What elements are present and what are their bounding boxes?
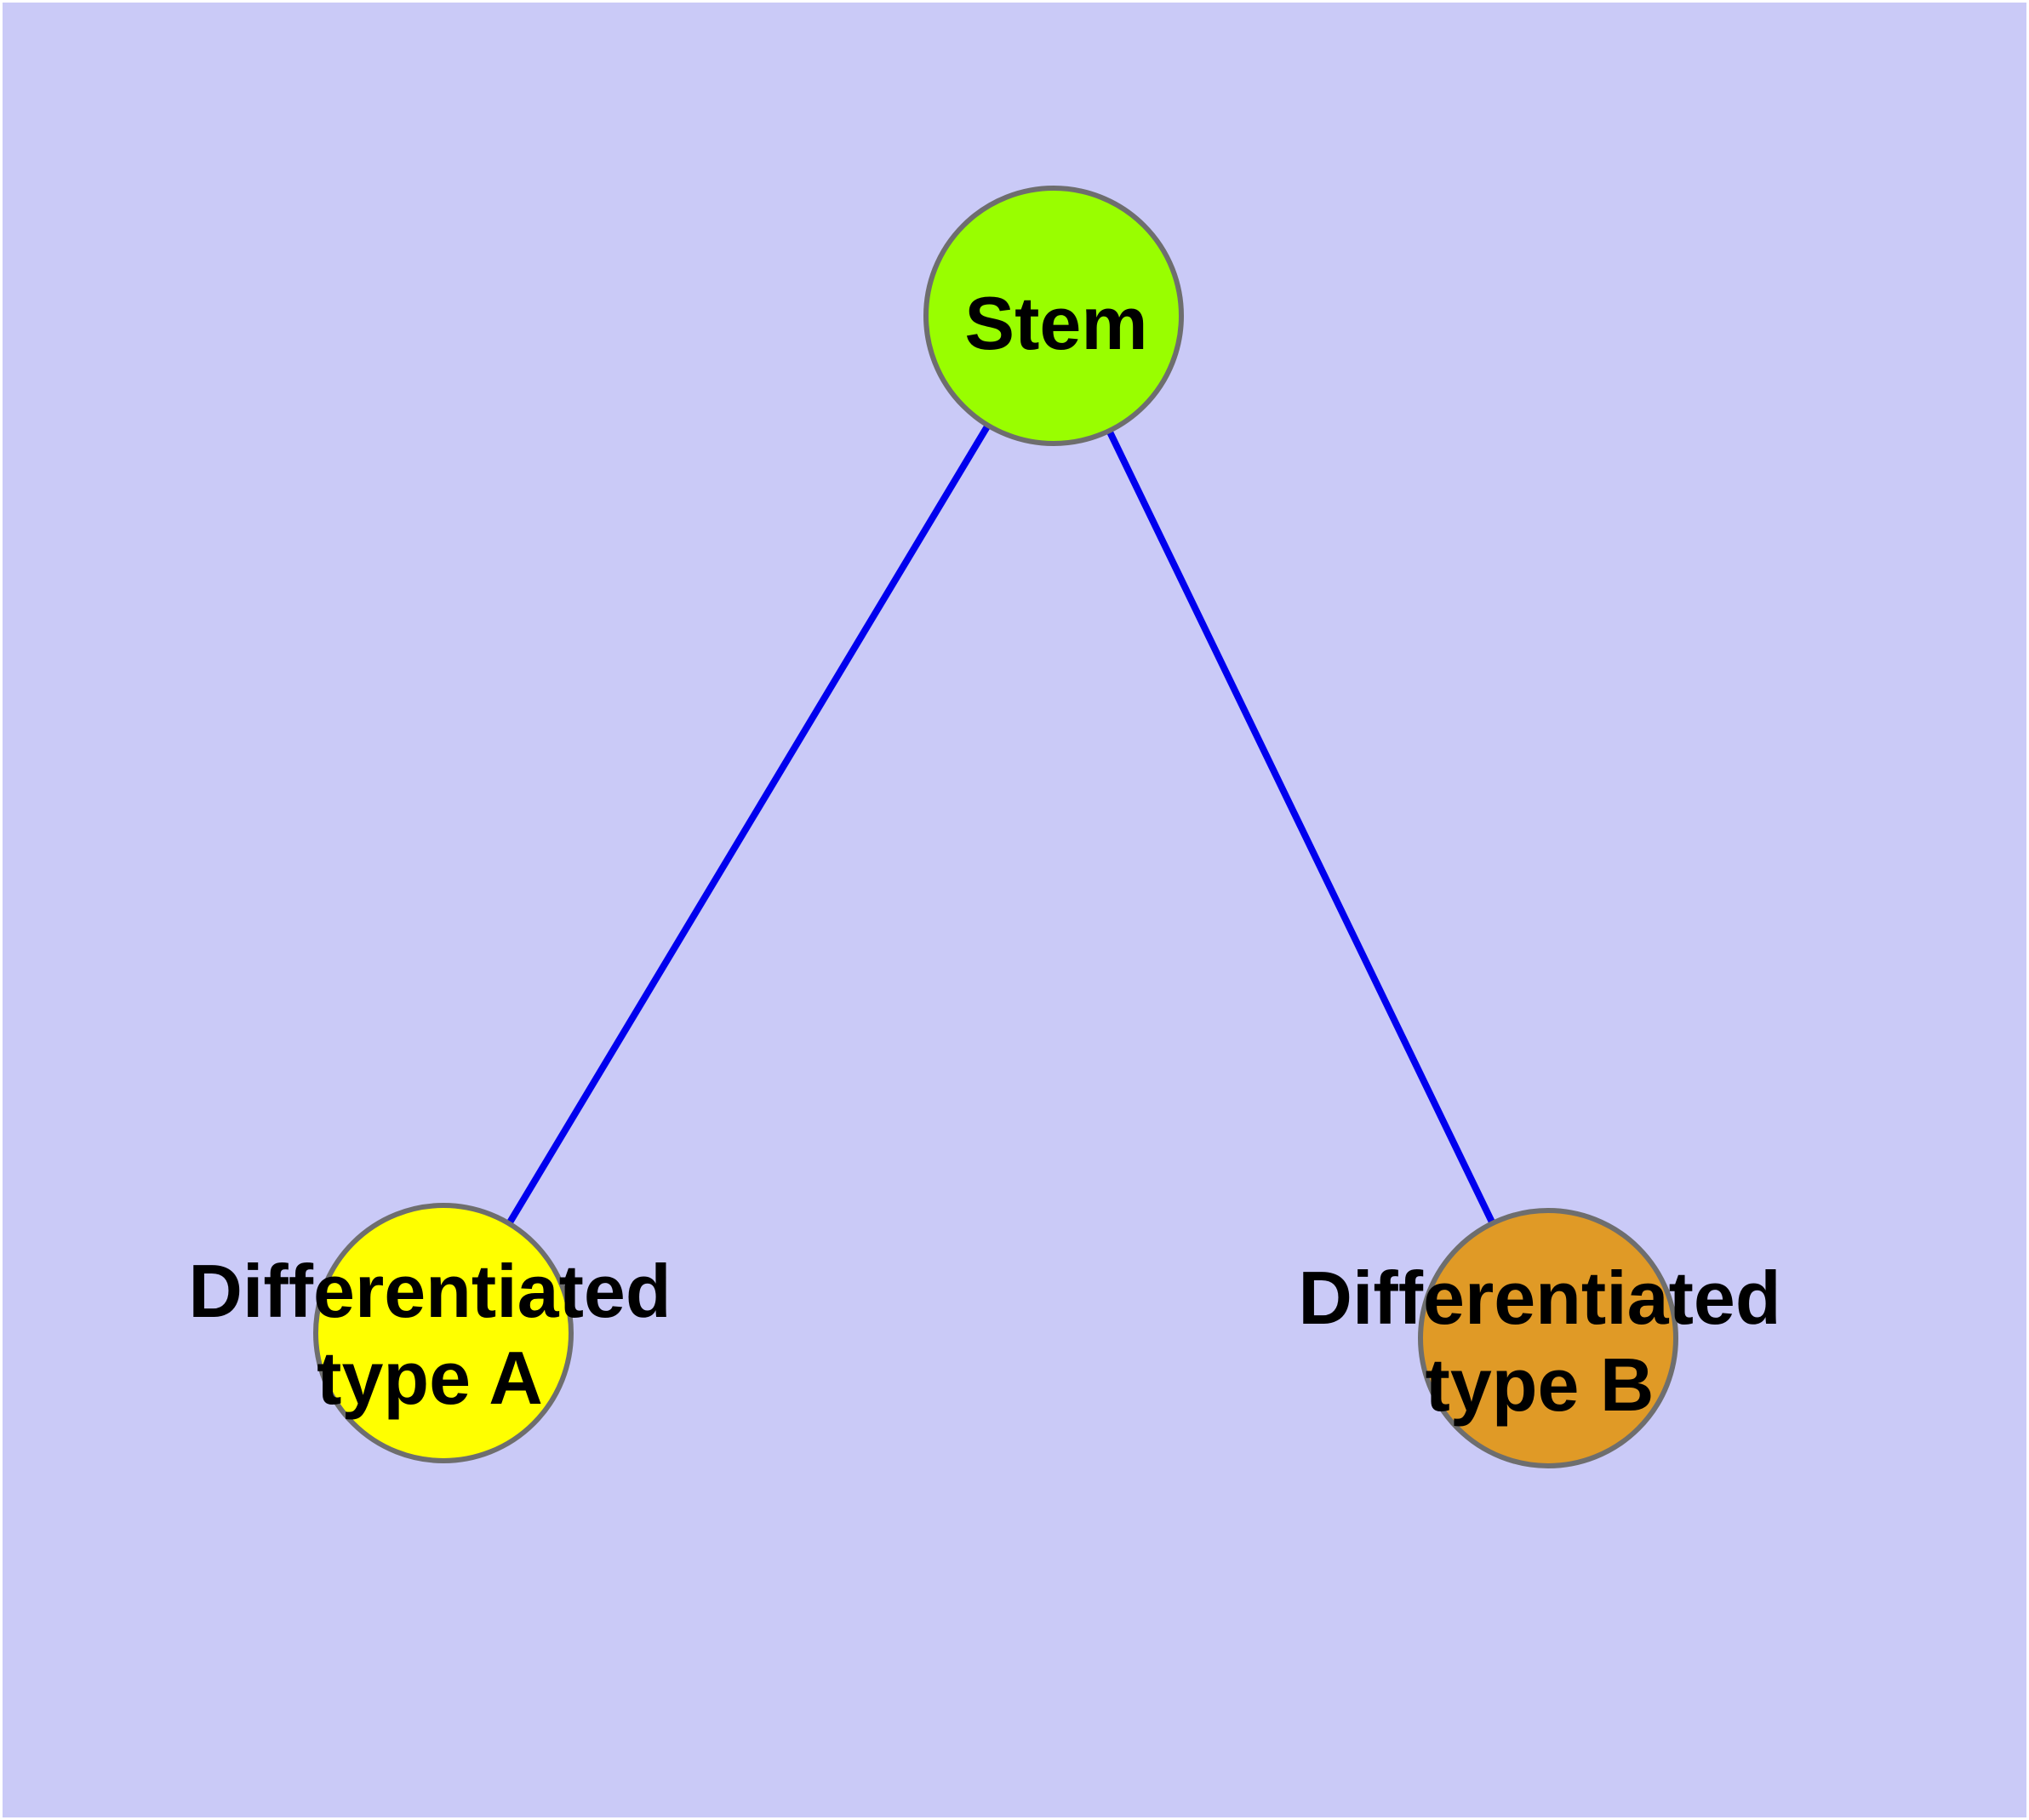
- diagram-canvas: Stem Differentiated type A Differentiate…: [3, 3, 2026, 1817]
- edge-stem-to-type-b: [1050, 314, 1552, 1340]
- node-differentiated-type-b-circle: [1418, 1208, 1678, 1468]
- edge-stem-to-type-a: [440, 313, 1057, 1336]
- graph-svg: [313, 186, 1678, 1468]
- node-differentiated-type-a-circle: [313, 1203, 574, 1463]
- node-stem-circle: [923, 186, 1184, 446]
